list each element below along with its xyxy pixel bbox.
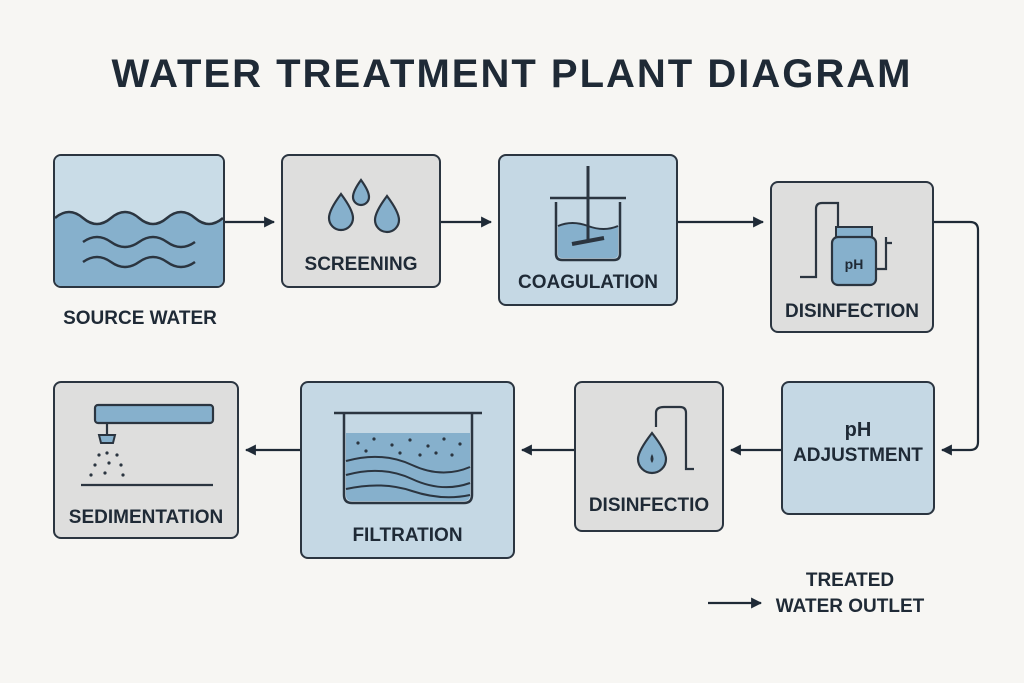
coagulation-box: COAGULATION: [498, 154, 678, 306]
mixing-tank-icon: [550, 166, 626, 262]
ph-label-line1: pH: [844, 419, 872, 441]
ph-tank-text: pH: [845, 256, 864, 272]
chemical-dosing-icon: pH: [800, 201, 892, 287]
sedimentation-label: SEDIMENTATION: [68, 507, 224, 528]
ph-adjustment-box: pH ADJUSTMENT: [781, 381, 935, 515]
disinfection-top-label: DISINFECTION: [784, 301, 920, 322]
legend-line1: TREATED: [805, 570, 895, 591]
filtration-label: FILTRATION: [352, 525, 463, 546]
filtration-box: FILTRATION: [300, 381, 515, 559]
dosing-drop-icon: [636, 405, 694, 475]
diagram-title: WATER TREATMENT PLANT DIAGRAM: [111, 52, 913, 96]
disinfection-top-box: pH DISINFECTION: [770, 181, 934, 333]
coagulation-label: COAGULATION: [517, 272, 659, 293]
arrow-disinfection-to-ph: [934, 220, 980, 456]
water-waves-icon: [55, 156, 223, 286]
filter-tank-icon: [334, 411, 482, 505]
screening-label: SCREENING: [304, 254, 418, 275]
source-water-box: [53, 154, 225, 288]
disinfection-bottom-box: DISINFECTIO: [574, 381, 724, 532]
legend-line2: WATER OUTLET: [775, 596, 925, 617]
sprinkler-basin-icon: [81, 403, 215, 487]
water-drops-icon: [327, 178, 401, 234]
source-water-label: SOURCE WATER: [63, 308, 217, 329]
ph-label-line2: ADJUSTMENT: [793, 445, 923, 466]
sedimentation-box: SEDIMENTATION: [53, 381, 239, 539]
disinfection-bottom-label: DISINFECTIO: [588, 495, 710, 516]
screening-box: SCREENING: [281, 154, 441, 288]
